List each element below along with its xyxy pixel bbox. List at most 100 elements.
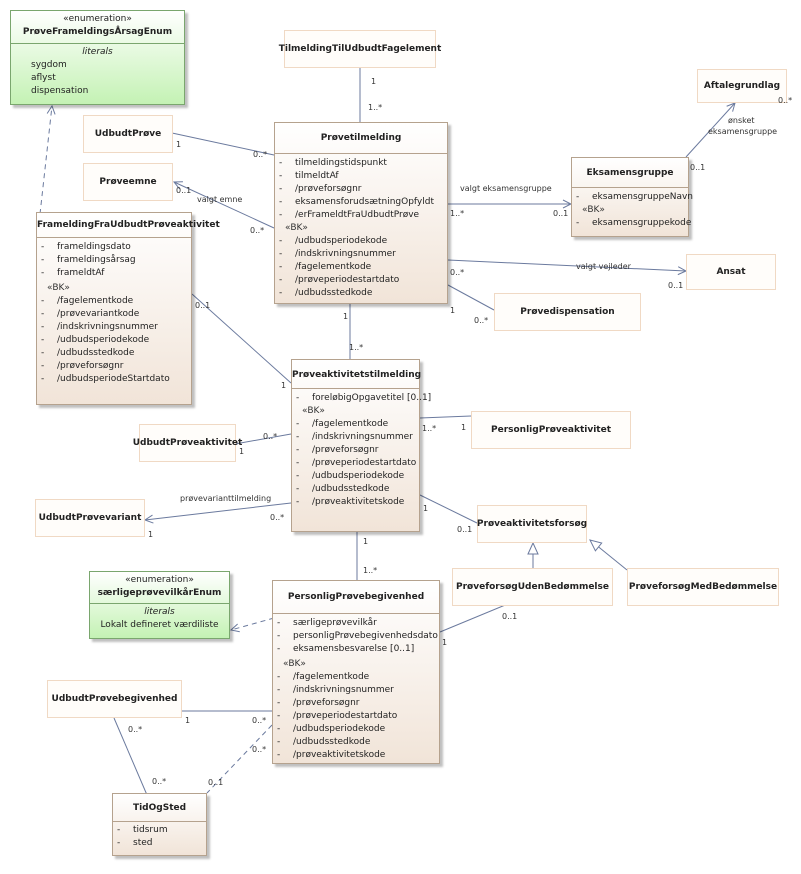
bk-attribute: -/indskrivningsnummer (41, 322, 158, 332)
attribute: -eksamensbesvarelse [0..1] (277, 644, 415, 654)
udbudt-proeve-class[interactable]: UdbudtPrøve (83, 115, 173, 153)
attribute: -/erFrameldtFraUdbudtPrøve (279, 210, 420, 220)
attribute: -tilmeldingstidspunkt (279, 158, 387, 168)
multiplicity-label: 1 (148, 530, 154, 539)
multiplicity-label: 0..* (270, 513, 285, 522)
multiplicity-label: 0..* (252, 716, 267, 725)
attribute: -frameldtAf (41, 268, 105, 278)
multiplicity-label: 1 (239, 447, 245, 456)
class-name: PersonligPrøvebegivenhed (287, 592, 425, 602)
class-name: UdbudtPrøvevariant (38, 512, 142, 523)
class-name: PrøveforsøgUdenBedømmelse (456, 581, 609, 592)
bk-stereotype: «BK» (582, 205, 605, 215)
class-name: Prøvedispensation (520, 306, 615, 317)
bk-attribute: -/indskrivningsnummer (296, 432, 413, 442)
multiplicity-label: 1 (423, 504, 429, 513)
attribute: -personligPrøvebegivenhedsdato (277, 631, 438, 641)
bk-attribute: -/udbudsperiodeStartdato (41, 374, 170, 384)
ansat-class[interactable]: Ansat (686, 254, 776, 290)
multiplicity-label: 0..1 (502, 612, 518, 621)
udbudt-proevevariant-class[interactable]: UdbudtPrøvevariant (35, 499, 145, 537)
class-name: PersonligPrøveaktivitet (491, 424, 611, 435)
udbudt-proevebegivenhed-class[interactable]: UdbudtPrøvebegivenhed (47, 680, 182, 718)
class-name: TidOgSted (132, 803, 187, 813)
attribute: -eksamensgruppeNavn (576, 192, 694, 202)
udbudt-proeveaktivitet-class[interactable]: UdbudtPrøveaktivitet (133, 424, 242, 462)
proeveforsoeg-uden-bedoemmelse-class[interactable]: PrøveforsøgUdenBedømmelse (452, 568, 613, 606)
link-proevetilmelding-ansat (447, 259, 686, 271)
multiplicity-label: 0..1 (668, 281, 684, 290)
attribute: -/prøveforsøgnr (279, 184, 362, 194)
bk-attribute: -/udbudsperiodekode (296, 471, 405, 481)
bk-attribute: -/prøvevariantkode (41, 309, 140, 319)
multiplicity-label: 1 (185, 716, 191, 725)
proevedispensation-class[interactable]: Prøvedispensation (494, 293, 641, 331)
proeveframeldingsaarsag-enum[interactable]: «enumeration» PrøveFrameldingsÅrsagEnum … (10, 10, 185, 105)
bk-attribute: -/fagelementkode (41, 296, 134, 306)
tid-og-sted-class[interactable]: TidOgSted -tidsrum -sted (112, 793, 207, 856)
role-label: valgt emne (197, 195, 243, 204)
multiplicity-label: 0..* (253, 150, 268, 159)
tilmelding-til-udbudt-fagelement-class[interactable]: TilmeldingTilUdbudtFagelement (279, 30, 441, 68)
eksamensgruppe-class[interactable]: Eksamensgruppe -eksamensgruppeNavn «BK» … (571, 157, 694, 237)
class-name: PrøveFrameldingsÅrsagEnum (22, 27, 173, 37)
link-udbudtproeve-proevetilmelding (171, 132, 275, 156)
class-name: Prøvetilmelding (320, 133, 402, 143)
class-name: UdbudtPrøve (94, 128, 162, 139)
proeveforsoeg-med-bedoemmelse-class[interactable]: PrøveforsøgMedBedømmelse (627, 568, 779, 606)
bk-stereotype: «BK» (283, 659, 306, 669)
multiplicity-label: 1..* (450, 209, 465, 218)
literal: sygdom (31, 60, 67, 70)
bk-stereotype: «BK» (285, 223, 308, 233)
multiplicity-label: 1 (450, 306, 456, 315)
attribute: -sted (117, 838, 153, 848)
attribute: -frameldingsårsag (41, 255, 136, 265)
proeveaktivitetstilmelding-class[interactable]: Prøveaktivitetstilmelding -foreløbigOpga… (291, 359, 432, 532)
bk-attribute: -/prøveforsøgnr (296, 445, 379, 455)
multiplicity-label: 1 (442, 638, 448, 647)
multiplicity-label: 1 (343, 312, 349, 321)
multiplicity-label: 0..1 (195, 301, 211, 310)
class-name: Prøveaktivitetstilmelding (292, 370, 422, 380)
bk-attribute: -/udbudsstedkode (41, 348, 135, 358)
multiplicity-label: 0..1 (176, 186, 192, 195)
bk-attribute: -/udbudsstedkode (296, 484, 390, 494)
personlig-proeveaktivitet-class[interactable]: PersonligPrøveaktivitet (471, 411, 631, 449)
saerligeproevevilkaar-enum[interactable]: «enumeration» særligeprøvevilkårEnum lit… (89, 571, 230, 639)
class-name: TilmeldingTilUdbudtFagelement (278, 43, 442, 54)
bk-attribute: -/udbudsperiodekode (279, 236, 388, 246)
multiplicity-label: 0..* (778, 96, 793, 105)
personlig-proevebegivenhed-class[interactable]: PersonligPrøvebegivenhed -særligeprøvevi… (272, 580, 440, 764)
multiplicity-label: 0..* (252, 745, 267, 754)
class-name: Eksamensgruppe (586, 168, 674, 178)
link-begivenhed-enum (231, 617, 275, 630)
class-name: særligeprøvevilkårEnum (97, 588, 222, 598)
role-label: prøvevarianttilmelding (180, 494, 272, 503)
multiplicity-label: 0..1 (208, 778, 224, 787)
link-framelding-proeveaktivitetstilmelding (191, 293, 292, 384)
bk-attribute: -/fagelementkode (279, 262, 372, 272)
proevetilmelding-class[interactable]: Prøvetilmelding -tilmeldingstidspunkt -t… (274, 122, 448, 304)
link-proevetilmelding-proevedispensation (447, 284, 495, 311)
role-label: eksamensgruppe (708, 127, 778, 136)
bk-attribute: -/fagelementkode (296, 419, 389, 429)
bk-attribute: -/udbudsstedkode (279, 288, 373, 298)
multiplicity-label: 0..* (152, 777, 167, 786)
attribute: -foreløbigOpgavetitel [0..1] (296, 393, 432, 403)
link-begivenhed-tidogsted (206, 724, 273, 794)
attribute: -tidsrum (117, 825, 168, 835)
multiplicity-label: 0..* (450, 268, 465, 277)
bk-attribute: -/udbudsstedkode (277, 737, 371, 747)
class-name: UdbudtPrøveaktivitet (132, 437, 243, 448)
link-udbudtproeveaktivitet-tilmelding (234, 433, 292, 445)
framelding-fra-udbudt-proeveaktivitet-class[interactable]: FrameldingFraUdbudtPrøveaktivitet -frame… (36, 212, 220, 405)
multiplicity-label: 0..1 (457, 525, 473, 534)
proeveemne-class[interactable]: Prøveemne (83, 163, 173, 201)
multiplicity-label: 1 (461, 423, 467, 432)
aftalegrundlag-class[interactable]: Aftalegrundlag (697, 69, 787, 103)
multiplicity-label: 1..* (349, 343, 364, 352)
multiplicity-label: 1..* (363, 566, 378, 575)
proeveaktivitetsforsoeg-class[interactable]: Prøveaktivitetsforsøg (477, 505, 587, 543)
